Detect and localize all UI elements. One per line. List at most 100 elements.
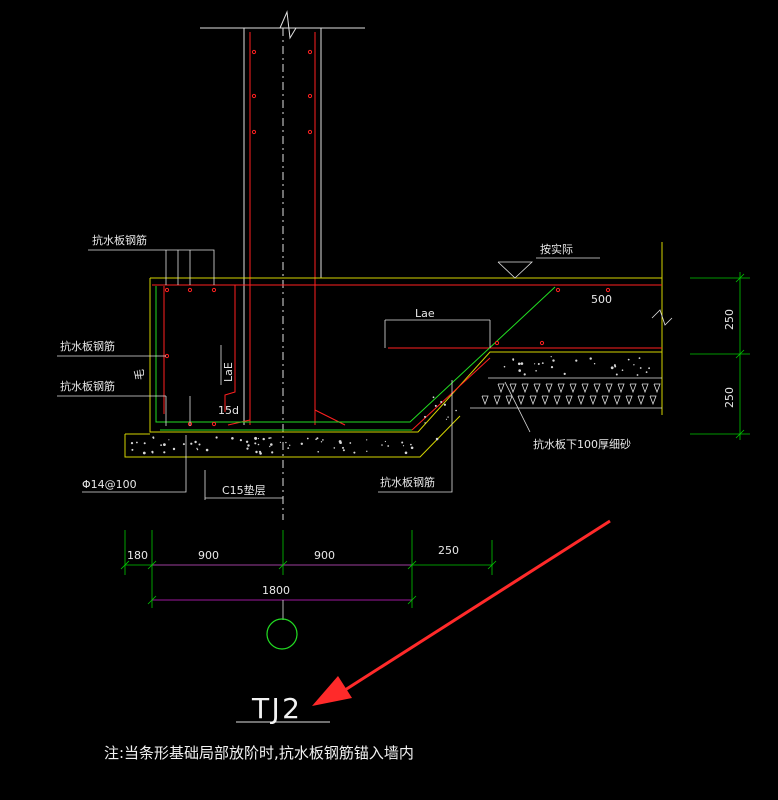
- concrete-speckles: [130, 356, 650, 455]
- concrete-speckle: [198, 443, 201, 446]
- label-lae-vertical: LaE: [222, 362, 235, 382]
- dim-900-left: 900: [198, 549, 219, 562]
- concrete-speckle: [271, 451, 274, 454]
- sand-hatch-mark: [649, 395, 657, 406]
- concrete-speckle: [151, 451, 154, 454]
- label-anti-float-rebar-bottom: 抗水板钢筋: [380, 475, 435, 489]
- concrete-speckle: [447, 416, 449, 418]
- sand-hatch-mark: [521, 383, 529, 394]
- concrete-speckle: [196, 448, 199, 451]
- label-anti-float-rebar-top: 抗水板钢筋: [92, 233, 147, 247]
- sand-hatch-mark: [593, 383, 601, 394]
- sand-hatch-mark: [629, 383, 637, 394]
- label-dim-250-lower: 250: [723, 387, 736, 408]
- concrete-speckle: [366, 439, 368, 441]
- concrete-speckle: [645, 371, 648, 373]
- concrete-speckle: [231, 437, 234, 440]
- concrete-speckle: [353, 451, 356, 454]
- concrete-speckle: [259, 452, 262, 455]
- label-15d: 15d: [218, 404, 239, 417]
- concrete-speckle: [143, 442, 146, 445]
- concrete-speckle: [434, 404, 437, 407]
- concrete-speckle: [315, 438, 317, 441]
- sand-hatch-mark: [557, 383, 565, 394]
- concrete-speckle: [424, 422, 426, 424]
- concrete-speckle: [503, 365, 506, 368]
- label-rebar-spec: Φ14@100: [82, 478, 137, 491]
- foundation-outline: [124, 242, 663, 458]
- concrete-speckle: [289, 444, 291, 446]
- concrete-speckle: [239, 439, 242, 442]
- concrete-speckle: [342, 446, 344, 449]
- concrete-speckle: [136, 441, 138, 444]
- label-elevation: 按实际: [540, 242, 573, 256]
- concrete-speckle: [172, 447, 176, 451]
- label-dim-250-upper: 250: [723, 309, 736, 330]
- concrete-speckle: [404, 451, 408, 455]
- concrete-speckle: [257, 437, 259, 440]
- column-rebar-dots: [251, 49, 313, 135]
- slab-rebars: [152, 284, 662, 431]
- sand-hatch-mark: [481, 395, 489, 406]
- concrete-speckle: [182, 443, 185, 446]
- label-side-mark: 毛: [133, 369, 146, 380]
- label-dim-500: 500: [591, 293, 612, 306]
- concrete-speckle: [435, 437, 439, 441]
- concrete-speckle: [255, 450, 258, 454]
- sand-hatch-mark: [545, 383, 553, 394]
- sand-hatch-mark: [601, 395, 609, 406]
- label-anti-float-rebar-mid: 抗水板钢筋: [60, 339, 115, 353]
- concrete-speckle: [215, 436, 218, 439]
- concrete-speckle: [285, 441, 287, 444]
- concrete-speckle: [424, 415, 426, 418]
- concrete-speckle: [168, 439, 170, 441]
- sand-hatch-mark: [617, 383, 625, 394]
- concrete-speckle: [316, 437, 319, 440]
- concrete-speckle: [131, 448, 134, 451]
- concrete-speckle: [196, 447, 198, 450]
- concrete-speckle: [349, 442, 352, 444]
- sand-hatch-mark: [509, 383, 517, 394]
- concrete-speckle: [517, 362, 521, 366]
- concrete-speckle: [384, 440, 386, 443]
- sand-hatch-mark: [541, 395, 549, 406]
- concrete-speckle: [279, 441, 281, 443]
- concrete-speckle: [614, 365, 617, 368]
- concrete-speckle: [254, 436, 257, 440]
- concrete-speckle: [552, 359, 555, 362]
- sand-hatch-mark: [589, 395, 597, 406]
- concrete-speckle: [523, 373, 526, 376]
- label-anti-float-rebar-low: 抗水板钢筋: [60, 379, 115, 393]
- concrete-speckle: [627, 358, 630, 361]
- concrete-speckle: [269, 445, 271, 448]
- concrete-speckle: [268, 437, 271, 439]
- concrete-speckle: [648, 367, 650, 370]
- label-lae-top: Lae: [415, 307, 435, 320]
- concrete-speckle: [366, 450, 368, 452]
- concrete-speckle: [550, 366, 554, 369]
- concrete-speckle: [254, 442, 257, 445]
- concrete-speckle: [339, 441, 342, 445]
- concrete-speckle: [270, 437, 272, 439]
- sand-hatch-mark: [493, 395, 501, 406]
- concrete-speckle: [518, 369, 521, 372]
- axis-bubble: [266, 618, 298, 650]
- concrete-speckle: [194, 440, 197, 444]
- concrete-speckle: [300, 442, 303, 445]
- sand-hatch-mark: [553, 395, 561, 406]
- concrete-speckle: [440, 401, 443, 403]
- right-dimension: [690, 272, 750, 440]
- sand-hatch-mark: [653, 383, 661, 394]
- concrete-speckle: [534, 363, 536, 365]
- concrete-speckle: [638, 357, 641, 359]
- concrete-speckle: [320, 441, 323, 443]
- concrete-speckle: [537, 363, 540, 365]
- concrete-speckle: [381, 444, 383, 446]
- concrete-speckle: [535, 370, 537, 372]
- dim-1800: 1800: [262, 584, 290, 597]
- concrete-speckle: [410, 443, 412, 446]
- concrete-speckle: [205, 448, 209, 452]
- concrete-speckle: [322, 439, 324, 441]
- detail-note: 注:当条形基础局部放阶时,抗水板钢筋锚入墙内: [104, 744, 414, 762]
- sand-hatch-mark: [505, 395, 513, 406]
